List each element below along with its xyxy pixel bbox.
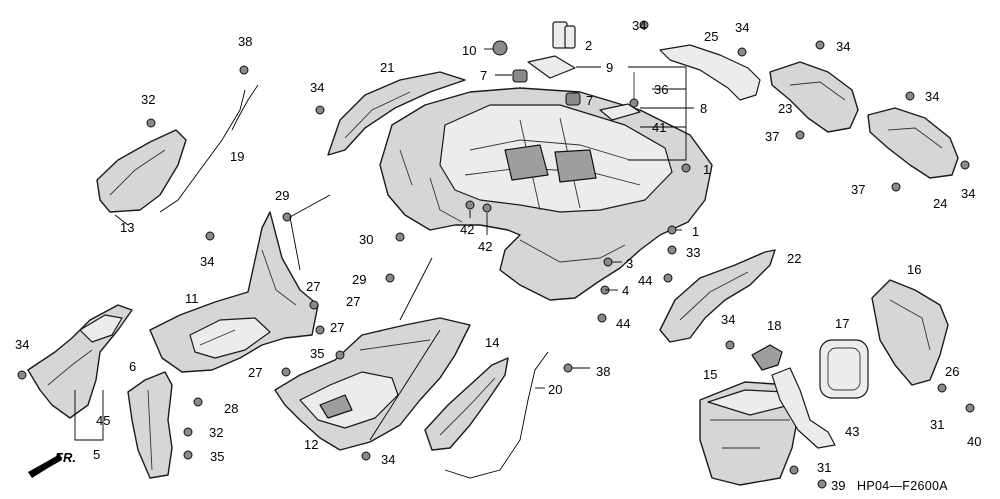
part-22-guard [659, 249, 776, 343]
callout-31: 31 [930, 417, 944, 432]
part-6-flap [127, 371, 173, 479]
callout-29: 29 [275, 188, 289, 203]
callout-27: 27 [330, 320, 344, 335]
callout-26: 26 [945, 364, 959, 379]
callouts: 38 32 19 13 34 21 10 7 2 9 7 34 25 34 34… [15, 18, 981, 493]
callout-34: 34 [961, 186, 975, 201]
part-25-strap [659, 44, 761, 101]
diagram-code: HP04—F2600A [857, 479, 948, 493]
part-8-strip [599, 103, 641, 121]
callout-10: 10 [462, 43, 476, 58]
callout-40: 40 [967, 434, 981, 449]
rear-fender [379, 87, 713, 301]
callout-17: 17 [835, 316, 849, 331]
callout-34: 34 [200, 254, 214, 269]
callout-39: 39 [831, 478, 845, 493]
part-14-flap [424, 357, 509, 451]
callout-32: 32 [141, 92, 155, 107]
part-21-guard [327, 71, 466, 156]
callout-8: 8 [700, 101, 707, 116]
callout-36: 36 [654, 82, 668, 97]
callout-1: 1 [692, 224, 699, 239]
callout-37: 37 [851, 182, 865, 197]
callout-34: 34 [15, 337, 29, 352]
callout-1: 1 [703, 162, 710, 177]
callout-34: 34 [836, 39, 850, 54]
part-9-strip [527, 55, 576, 79]
callout-23: 23 [778, 101, 792, 116]
callout-16: 16 [907, 262, 921, 277]
part-20-cable [444, 351, 549, 479]
callout-32: 32 [209, 425, 223, 440]
callout-33: 33 [686, 245, 700, 260]
part-17-gasket [819, 339, 869, 399]
callout-20: 20 [548, 382, 562, 397]
callout-3: 3 [626, 256, 633, 271]
callout-7: 7 [480, 68, 487, 83]
callout-42: 42 [460, 222, 474, 237]
part-16-box [871, 279, 949, 386]
part-43-gasket [771, 367, 836, 449]
callout-45: 45 [96, 413, 110, 428]
callout-13: 13 [120, 220, 134, 235]
callout-27: 27 [346, 294, 360, 309]
callout-19: 19 [230, 149, 244, 164]
callout-44: 44 [616, 316, 630, 331]
callout-25: 25 [704, 29, 718, 44]
callout-42: 42 [478, 239, 492, 254]
callout-4: 4 [622, 283, 629, 298]
part-12-floor [274, 317, 471, 451]
callout-38: 38 [238, 34, 252, 49]
svg-text:FR.: FR. [55, 450, 76, 465]
callout-34: 34 [721, 312, 735, 327]
callout-14: 14 [485, 335, 499, 350]
leader-lines [74, 48, 694, 441]
callout-37: 37 [765, 129, 779, 144]
callout-43: 43 [845, 424, 859, 439]
callout-12: 12 [304, 437, 318, 452]
callout-9: 9 [606, 60, 613, 75]
callout-21: 21 [380, 60, 394, 75]
callout-28: 28 [224, 401, 238, 416]
part-15-box [699, 381, 801, 486]
callout-38: 38 [596, 364, 610, 379]
callout-44: 44 [638, 273, 652, 288]
callout-7: 7 [586, 93, 593, 108]
callout-24: 24 [933, 196, 947, 211]
callout-18: 18 [767, 318, 781, 333]
part-24-bracket [867, 107, 959, 179]
callout-6: 6 [129, 359, 136, 374]
callout-5: 5 [93, 447, 100, 462]
callout-2: 2 [585, 38, 592, 53]
callout-29: 29 [352, 272, 366, 287]
callout-34: 34 [632, 18, 646, 33]
callout-34: 34 [925, 89, 939, 104]
front-arrow: FR. [28, 450, 76, 478]
callout-15: 15 [703, 367, 717, 382]
callout-35: 35 [310, 346, 324, 361]
callout-34: 34 [735, 20, 749, 35]
callout-41: 41 [652, 120, 666, 135]
callout-27: 27 [306, 279, 320, 294]
callout-11: 11 [185, 291, 199, 306]
callout-22: 22 [787, 251, 801, 266]
part-18-bracket [751, 344, 783, 371]
callout-34: 34 [381, 452, 395, 467]
part-11-step [149, 211, 319, 373]
callout-31: 31 [817, 460, 831, 475]
part-13-cover [96, 89, 246, 213]
part-5-cover [27, 304, 133, 419]
callout-35: 35 [210, 449, 224, 464]
callout-34: 34 [310, 80, 324, 95]
callout-27: 27 [248, 365, 262, 380]
part-23-bracket [769, 61, 859, 133]
callout-30: 30 [359, 232, 373, 247]
